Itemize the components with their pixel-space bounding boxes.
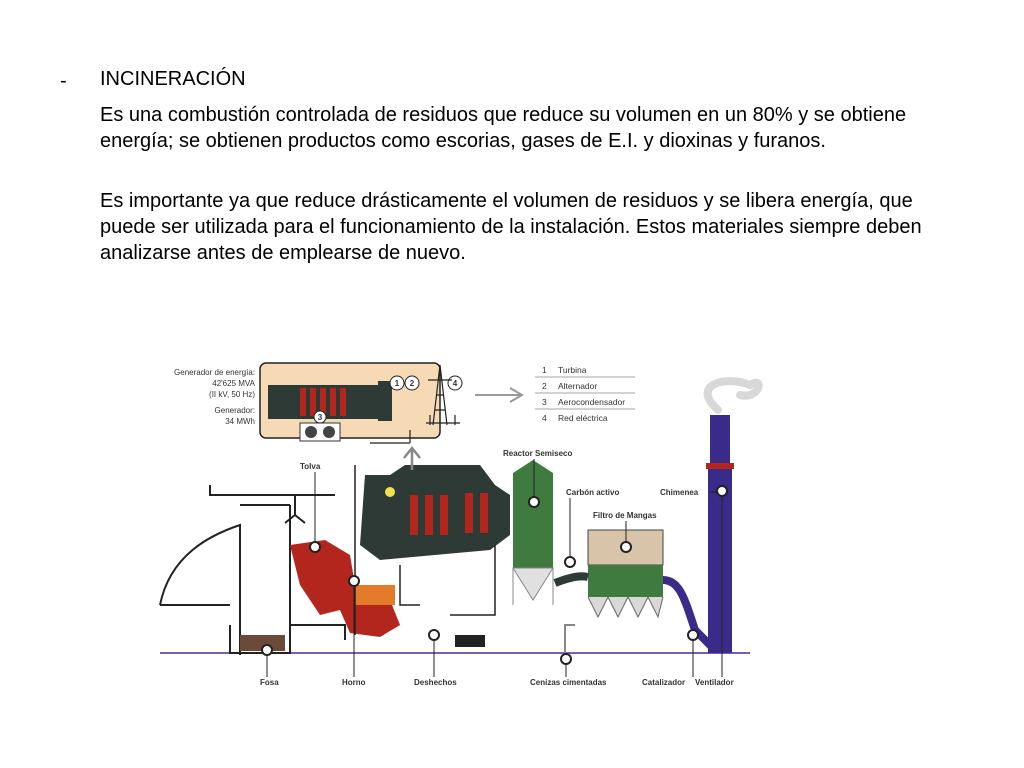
legend-num-4: 4 xyxy=(542,413,547,423)
svg-text:2: 2 xyxy=(410,379,415,388)
slide-heading: INCINERACIÓN xyxy=(100,68,246,90)
paragraph-importance: Es importante ya que reduce drásticament… xyxy=(100,190,922,264)
generator-info-line3: (II kV, 50 Hz) xyxy=(209,390,255,399)
plant-building xyxy=(159,485,346,655)
steam-line xyxy=(370,430,411,444)
legend-num-2: 2 xyxy=(542,381,547,391)
label-tolva: Tolva xyxy=(300,462,321,471)
chimney-smoke xyxy=(703,377,763,414)
pit xyxy=(229,625,291,654)
boiler-structure xyxy=(354,465,496,635)
generator-info-line5: 34 MWh xyxy=(225,417,255,426)
chimney xyxy=(706,415,734,653)
component-labels: Tolva Reactor Semiseco Carbón activo Chi… xyxy=(260,449,734,687)
bullet-dash: - xyxy=(60,70,67,92)
label-filtro-mangas: Filtro de Mangas xyxy=(593,511,657,520)
label-reactor: Reactor Semiseco xyxy=(503,449,572,458)
svg-text:4: 4 xyxy=(453,379,458,388)
generator-info-line2: 42'625 MVA xyxy=(212,379,255,388)
boiler xyxy=(360,465,510,560)
svg-text:1: 1 xyxy=(395,379,400,388)
legend-label-alternador: Alternador xyxy=(558,381,597,391)
legend-label-turbina: Turbina xyxy=(558,365,587,375)
legend-label-aerocondensador: Aerocondensador xyxy=(558,397,625,407)
marker-2: 2 xyxy=(404,375,420,391)
label-carbon-activo: Carbón activo xyxy=(566,488,619,497)
base-pipes xyxy=(564,624,575,653)
ash-container xyxy=(455,635,485,647)
marker-3: 3 xyxy=(313,410,327,424)
legend-num-1: 1 xyxy=(542,365,547,375)
furnace xyxy=(290,540,400,637)
incineration-plant-diagram: Generador de energía: 42'625 MVA (II kV,… xyxy=(159,362,763,687)
label-horno: Horno xyxy=(342,678,366,687)
marker-1: 1 xyxy=(389,375,405,391)
legend-label-red-electrica: Red eléctrica xyxy=(558,413,608,423)
label-catalizador: Catalizador xyxy=(642,678,685,687)
marker-4: 4 xyxy=(447,375,463,391)
legend: 1 Turbina 2 Alternador 3 Aerocondensador… xyxy=(535,365,635,423)
steam-up-arrow xyxy=(403,445,421,470)
bag-filter xyxy=(553,529,664,619)
reactor xyxy=(512,460,554,605)
label-ventilador: Ventilador xyxy=(695,678,734,687)
leader-lines xyxy=(266,459,723,677)
generator-info-line1: Generador de energía: xyxy=(174,368,255,377)
label-fosa: Fosa xyxy=(260,678,279,687)
generator-info-line4: Generador: xyxy=(215,406,255,415)
crane-claw-icon xyxy=(284,495,306,524)
legend-num-3: 3 xyxy=(542,397,547,407)
paragraph-definition: Es una combustión controlada de residuos… xyxy=(100,104,907,152)
label-deshechos: Deshechos xyxy=(414,678,457,687)
label-chimenea: Chimenea xyxy=(660,488,699,497)
label-cenizas-cimentadas: Cenizas cimentadas xyxy=(530,678,607,687)
generator-info: Generador de energía: 42'625 MVA (II kV,… xyxy=(174,368,256,426)
legend-arrow xyxy=(475,387,524,403)
power-tower-icon xyxy=(426,364,460,426)
svg-text:3: 3 xyxy=(318,413,323,422)
turbine-panel xyxy=(259,362,441,442)
